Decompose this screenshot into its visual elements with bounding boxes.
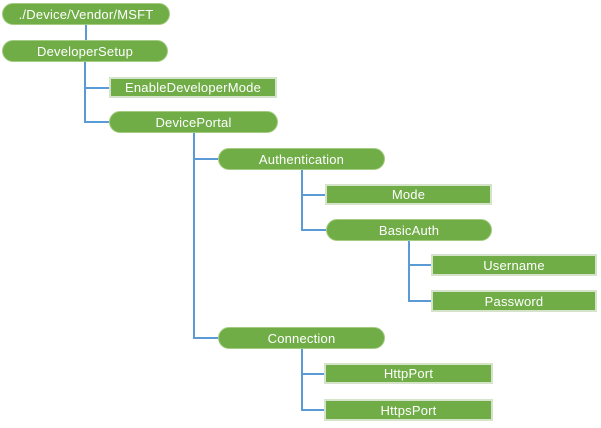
tree-node-label: EnableDeveloperMode <box>124 80 262 95</box>
connector-line <box>301 170 303 231</box>
tree-node-password: Password <box>431 290 597 312</box>
connector-line <box>408 300 431 302</box>
connector-line <box>193 337 218 339</box>
tree-node-basic-auth: BasicAuth <box>326 219 492 241</box>
tree-node-label: DevicePortal <box>155 114 232 130</box>
tree-node-username: Username <box>431 254 597 276</box>
tree-node-label: Password <box>484 293 544 309</box>
connector-line <box>84 87 109 89</box>
tree-node-root: ./Device/Vendor/MSFT <box>2 3 170 25</box>
tree-node-label: HttpPort <box>383 366 434 381</box>
tree-node-label: BasicAuth <box>378 222 440 238</box>
connector-line <box>193 133 195 339</box>
tree-node-mode: Mode <box>325 184 492 205</box>
connector-line <box>193 158 218 160</box>
tree-node-label: Mode <box>391 187 426 202</box>
connector-line <box>408 264 431 266</box>
tree-node-connection: Connection <box>218 327 385 349</box>
tree-node-label: ./Device/Vendor/MSFT <box>18 6 154 22</box>
tree-node-label: DeveloperSetup <box>36 43 134 59</box>
tree-node-enable-developer-mode: EnableDeveloperMode <box>109 77 277 98</box>
tree-node-authentication: Authentication <box>218 148 385 170</box>
connector-line <box>84 62 86 123</box>
connector-line <box>301 194 325 196</box>
connector-line <box>85 25 87 40</box>
connector-line <box>301 229 326 231</box>
connector-line <box>301 373 324 375</box>
tree-node-https-port: HttpsPort <box>324 399 493 421</box>
tree-node-label: Authentication <box>258 151 345 167</box>
connector-line <box>301 409 324 411</box>
tree-node-label: Connection <box>267 330 336 346</box>
connector-line <box>84 121 109 123</box>
tree-node-label: HttpsPort <box>380 402 437 418</box>
tree-node-http-port: HttpPort <box>324 363 493 384</box>
tree-node-device-portal: DevicePortal <box>109 111 278 133</box>
tree-node-label: Username <box>483 257 545 273</box>
tree-node-developer-setup: DeveloperSetup <box>2 40 168 62</box>
connector-line <box>301 349 303 411</box>
connector-line <box>408 241 410 302</box>
